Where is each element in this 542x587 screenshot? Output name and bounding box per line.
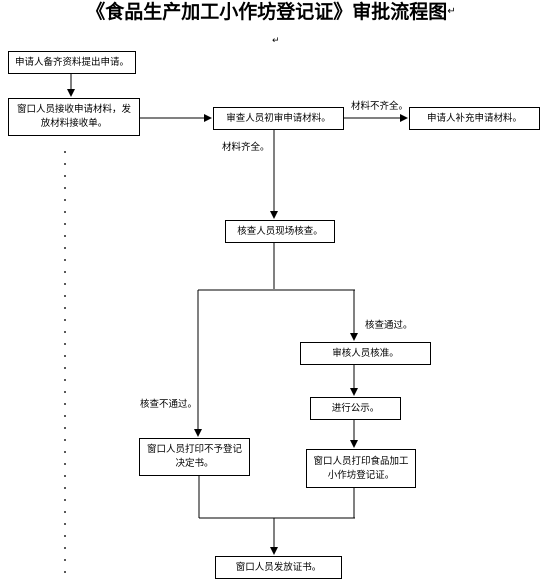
node-receive: 窗口人员接收申请材料，发放材料接收单。 (8, 98, 140, 136)
node-inspect: 核查人员现场核查。 (225, 220, 335, 243)
return-mark: ↵ (447, 6, 456, 17)
node-apply: 申请人备齐资料提出申请。 (8, 51, 136, 74)
node-issue: 窗口人员发放证书。 (215, 556, 342, 579)
dotted-margin-marks (63, 146, 67, 582)
label-complete: 材料齐全。 (222, 142, 270, 153)
label-incomplete: 材料不齐全。 (351, 101, 409, 112)
page-title: 《食品生产加工小作坊登记证》审批流程图↵ (86, 1, 456, 23)
node-review: 审查人员初审申请材料。 (213, 107, 344, 130)
node-supplement: 申请人补充申请材料。 (409, 107, 540, 130)
node-print-reject: 窗口人员打印不予登记决定书。 (139, 438, 250, 476)
node-print-cert: 窗口人员打印食品加工小作坊登记证。 (306, 449, 416, 488)
label-fail: 核查不通过。 (140, 399, 198, 410)
label-pass: 核查通过。 (365, 320, 413, 331)
node-approve: 审核人员核准。 (300, 342, 431, 365)
node-publicize: 进行公示。 (310, 397, 401, 420)
paragraph-mark: ↵ (272, 36, 280, 46)
